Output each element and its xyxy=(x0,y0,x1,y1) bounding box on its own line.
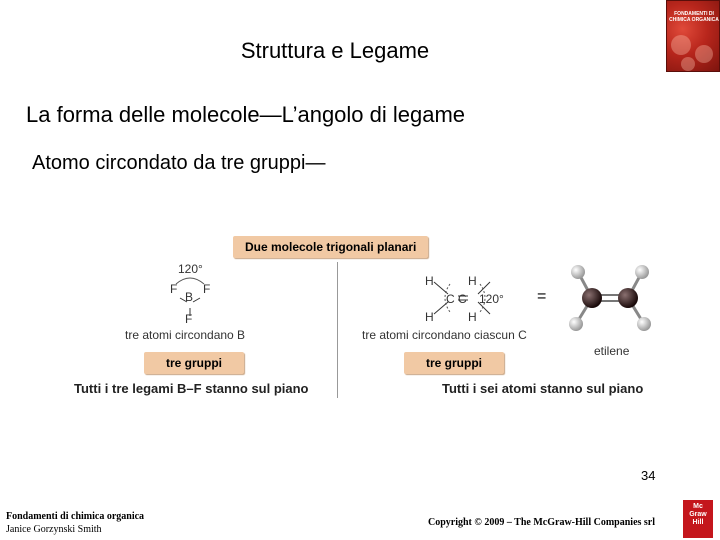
ethylene-atom-h-3: H xyxy=(468,274,477,288)
ethylene-atom-h-1: H xyxy=(425,274,434,288)
bf3-atom-f-right: F xyxy=(203,282,211,296)
bf3-banner: tre gruppi xyxy=(144,352,244,374)
bf3-atom-f-left: F xyxy=(170,282,178,296)
bf3-statement: Tutti i tre legami B–F stanno sul piano xyxy=(74,381,309,396)
footer-copyright: Copyright © 2009 – The McGraw-Hill Compa… xyxy=(428,517,656,528)
ethylene-angle-label: 120° xyxy=(479,292,504,306)
mcgraw-hill-logo: Mc Graw Hill xyxy=(683,500,713,538)
bf3-atom-b: B xyxy=(185,290,194,304)
logo-line-2: Graw xyxy=(689,511,707,518)
slide-subtitle-2: Atomo circondato da tre gruppi— xyxy=(32,152,326,174)
ethylene-atom-c-2: C xyxy=(458,292,467,306)
trigonal-planar-figure: Due molecole trigonali planari 120° F B … xyxy=(60,230,660,410)
ethylene-structure xyxy=(433,281,491,315)
ethylene-atom-c-1: C xyxy=(446,292,455,306)
figure-divider xyxy=(337,262,338,398)
book-cover-image: FONDAMENTI DI CHIMICA ORGANICA xyxy=(666,0,720,72)
slide-title: Struttura e Legame xyxy=(240,38,430,63)
ethylene-caption: tre atomi circondano ciascun C xyxy=(362,328,527,342)
ethylene-ball-stick-model xyxy=(569,265,651,331)
bf3-caption: tre atomi circondano B xyxy=(125,328,246,342)
ethylene-model-label: etilene xyxy=(594,344,630,358)
figure-banner-top: Due molecole trigonali planari xyxy=(233,236,429,258)
bf3-atom-f-bottom: F xyxy=(185,312,193,326)
book-cover-title: FONDAMENTI DI CHIMICA ORGANICA xyxy=(669,11,719,23)
ethylene-atom-h-2: H xyxy=(425,310,434,324)
equals-sign: = xyxy=(537,288,547,305)
slide-subtitle: La forma delle molecole—L’angolo di lega… xyxy=(26,102,466,127)
ethylene-banner: tre gruppi xyxy=(404,352,504,374)
logo-line-1: Mc xyxy=(693,503,703,510)
ethylene-atom-h-4: H xyxy=(468,310,477,324)
logo-line-3: Hill xyxy=(692,519,704,526)
page-number: 34 xyxy=(641,468,656,483)
footer-book-info: Fondamenti di chimica organica Janice Go… xyxy=(6,510,144,536)
bf3-structure xyxy=(175,277,205,316)
footer-book-title: Fondamenti di chimica organica xyxy=(6,511,145,522)
footer-author: Janice Gorzynski Smith xyxy=(6,524,102,535)
ethylene-statement: Tutti i sei atomi stanno sul piano xyxy=(442,381,644,396)
bf3-angle-label: 120° xyxy=(178,262,203,276)
